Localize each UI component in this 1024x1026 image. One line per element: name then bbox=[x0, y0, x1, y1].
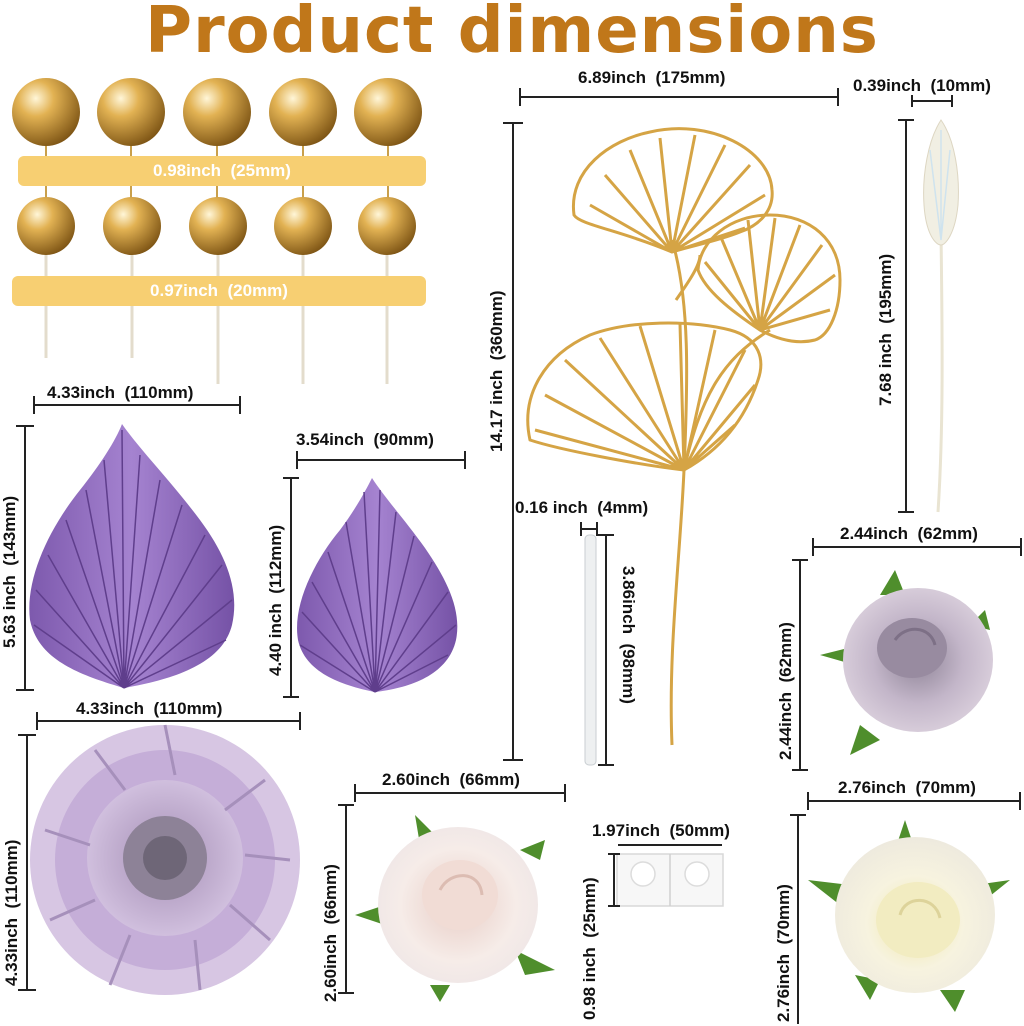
ginkgo-leaf-icon bbox=[526, 127, 842, 746]
dahlia-icon bbox=[30, 724, 300, 995]
dahlia-width-label: 4.33inch (110mm) bbox=[76, 699, 223, 718]
rose-white-height-label: 2.76inch (70mm) bbox=[774, 884, 793, 1022]
ginkgo-width-label: 6.89inch (175mm) bbox=[578, 68, 726, 87]
bunny-tail-icon bbox=[923, 119, 959, 513]
rose-icon bbox=[820, 570, 993, 755]
palm-small-height-label: 4.40 inch (112mm) bbox=[266, 524, 285, 676]
glue-dots-icon bbox=[616, 853, 724, 907]
palm-large-height-label: 5.63 inch (143mm) bbox=[0, 495, 19, 648]
rose-purple-width-label: 2.44inch (62mm) bbox=[840, 524, 978, 543]
dahlia-height-label: 4.33inch (110mm) bbox=[2, 839, 21, 986]
rose-pink-height-label: 2.60inch (66mm) bbox=[321, 864, 340, 1002]
rose-pink-width-label: 2.60inch (66mm) bbox=[382, 770, 520, 789]
stick-width-label: 0.16 inch (4mm) bbox=[515, 498, 649, 517]
rose-purple-height-label: 2.44inch (62mm) bbox=[776, 622, 795, 760]
bunny-height-label: 7.68 inch (195mm) bbox=[876, 253, 895, 406]
palm-small-width-label: 3.54inch (90mm) bbox=[296, 430, 434, 449]
bunny-width-label: 0.39inch (10mm) bbox=[853, 76, 991, 95]
stick-height-label: 3.86inch (98mm) bbox=[619, 566, 638, 704]
support-stick-icon bbox=[584, 534, 597, 766]
ginkgo-height-label: 14.17 inch (360mm) bbox=[487, 290, 506, 452]
pearl-large-band: 0.98inch (25mm) bbox=[18, 156, 426, 186]
rose-white-width-label: 2.76inch (70mm) bbox=[838, 778, 976, 797]
dots-width-label: 1.97inch (50mm) bbox=[592, 821, 730, 840]
palm-large-width-label: 4.33inch (110mm) bbox=[47, 383, 194, 402]
pearl-small-band: 0.97inch (20mm) bbox=[12, 276, 426, 306]
dots-height-label: 0.98 inch (25mm) bbox=[580, 877, 599, 1020]
dimension-lines bbox=[16, 88, 1022, 1024]
gold-pearl-icon bbox=[12, 78, 422, 384]
rose-icon bbox=[808, 820, 1010, 1012]
page-title: Product dimensions bbox=[145, 0, 879, 68]
rose-icon bbox=[355, 815, 555, 1002]
palm-spear-icon bbox=[29, 424, 458, 693]
